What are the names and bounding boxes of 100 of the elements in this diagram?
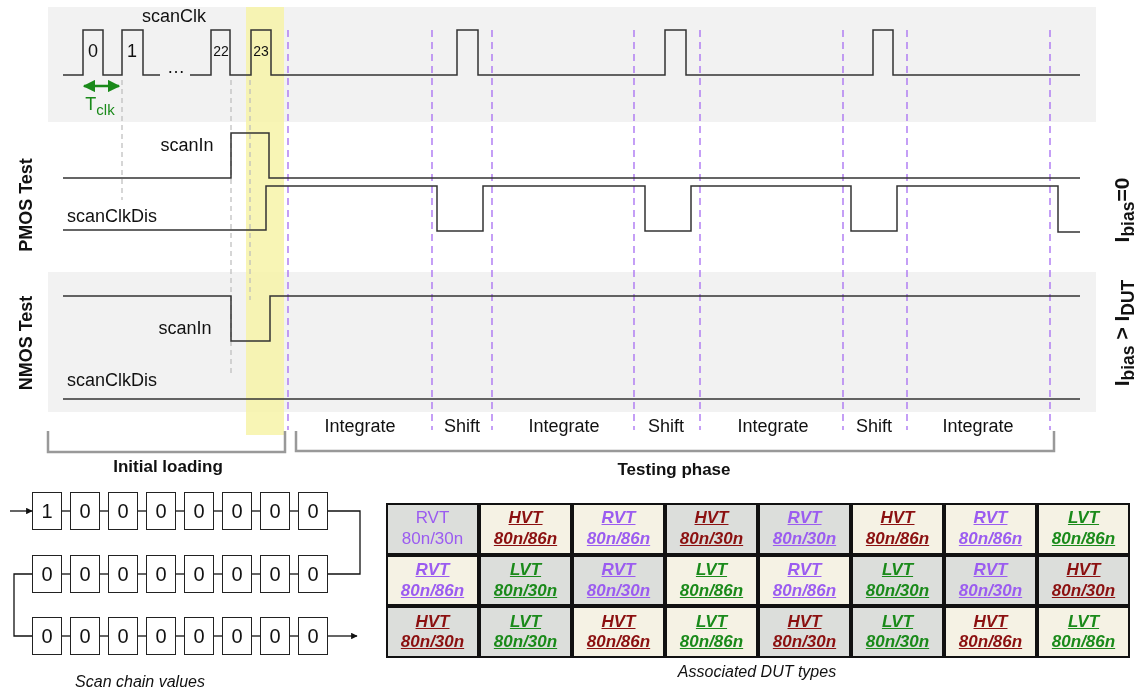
connector-line [61,510,71,512]
connector-line [13,573,33,637]
table-cell [851,606,944,659]
size-text: 80n/30n [958,580,1023,601]
size-text: 80n/86n [958,528,1023,550]
connector-line [175,573,185,575]
device-type-text: HVT [508,508,543,529]
size-text: 80n/86n [772,580,837,601]
connector-line [289,635,299,637]
phase-label: Integrate [942,417,1014,437]
device-type-text: LVT [881,560,914,581]
size-text: 80n/30n [1051,580,1116,601]
table-cell [572,503,665,555]
device-type-text: RVT [787,508,822,529]
scan-register-box: 0 [184,617,214,655]
size-text: 80n/30n [679,528,744,550]
bracket-label: Initial loading [113,457,223,477]
scan-register-box: 0 [222,617,252,655]
connector-line [213,635,223,637]
connector-line [137,510,147,512]
connector-line [137,573,147,575]
table-cell [479,606,572,659]
table-cell [851,503,944,555]
table-cell [758,606,851,659]
connector-line [289,573,299,575]
scan-register-box: 0 [108,492,138,530]
scan-register-box: 0 [260,492,290,530]
connector-line [61,573,71,575]
table-cell [944,503,1037,555]
size-text: 80n/30n [772,632,837,653]
connector-line [327,510,361,575]
device-type-text: HVT [973,611,1008,633]
connector-line [251,510,261,512]
signal-name: scanClkDis [67,371,157,391]
table-cell [665,606,758,659]
device-type-text: LVT [695,560,728,581]
size-text: 80n/30n [401,528,464,550]
connector-line [213,573,223,575]
scan-register-box: 0 [146,617,176,655]
scan-register-box: 0 [260,617,290,655]
phase-label: Integrate [324,417,396,437]
phase-label: Shift [648,417,684,437]
table-cell [1037,606,1130,659]
device-type-text: LVT [1067,611,1100,633]
scan-register-box: 1 [32,492,62,530]
device-type-text: RVT [415,560,450,581]
clock-cycle-number: 23 [253,44,269,60]
table-cell [1037,503,1130,555]
table-cell [479,554,572,607]
size-text: 80n/86n [586,632,651,653]
device-type-text: RVT [973,560,1008,581]
device-type-text: RVT [601,508,636,529]
connector-line [289,510,299,512]
phase-label: Integrate [737,417,809,437]
scan-register-box: 0 [184,492,214,530]
size-text: 80n/86n [586,528,651,550]
size-text: 80n/30n [586,580,651,601]
table-cell [944,606,1037,659]
device-type-text: RVT [973,508,1008,529]
signal-name: scanClkDis [67,207,157,227]
table-cell [665,503,758,555]
size-text: 80n/86n [1051,528,1116,550]
device-type-text: LVT [509,560,542,581]
signal-name: scanClk [142,7,206,27]
scan-register-box: 0 [260,555,290,593]
connector-line [251,635,261,637]
scan-register-box: 0 [298,555,328,593]
connector-line [99,510,109,512]
clock-cycle-number: 1 [127,42,137,62]
device-type-text: HVT [880,508,915,529]
device-type-text: LVT [881,611,914,633]
clock-cycle-number: 22 [213,44,229,60]
caption: Scan chain values [75,673,205,691]
connector-line [175,635,185,637]
test-mode-label: PMOS Test [17,158,37,252]
size-text: 80n/30n [400,632,465,653]
table-cell [944,554,1037,607]
device-type-text: RVT [601,560,636,581]
size-text: 80n/30n [772,528,837,550]
device-type-text: HVT [1066,560,1101,581]
scan-register-box: 0 [222,492,252,530]
arrow [9,507,33,515]
size-text: 80n/30n [865,632,930,653]
ellipsis: … [167,58,185,78]
connector-line [137,635,147,637]
scan-register-box: 0 [108,555,138,593]
connector-line [61,635,71,637]
size-text: 80n/86n [493,528,558,550]
period-label: T$_{clk}$ [85,95,115,119]
size-text: 80n/30n [865,580,930,601]
connector-line [99,635,109,637]
scan-register-box: 0 [298,492,328,530]
caption: Associated DUT types [677,663,837,681]
size-text: 80n/86n [400,580,465,601]
bracket-label: Testing phase [617,460,731,480]
phase-label: Shift [444,417,480,437]
device-type-text: RVT [787,560,822,581]
table-cell [758,503,851,555]
scan-register-box: 0 [146,492,176,530]
signal-name: scanIn [158,319,212,339]
